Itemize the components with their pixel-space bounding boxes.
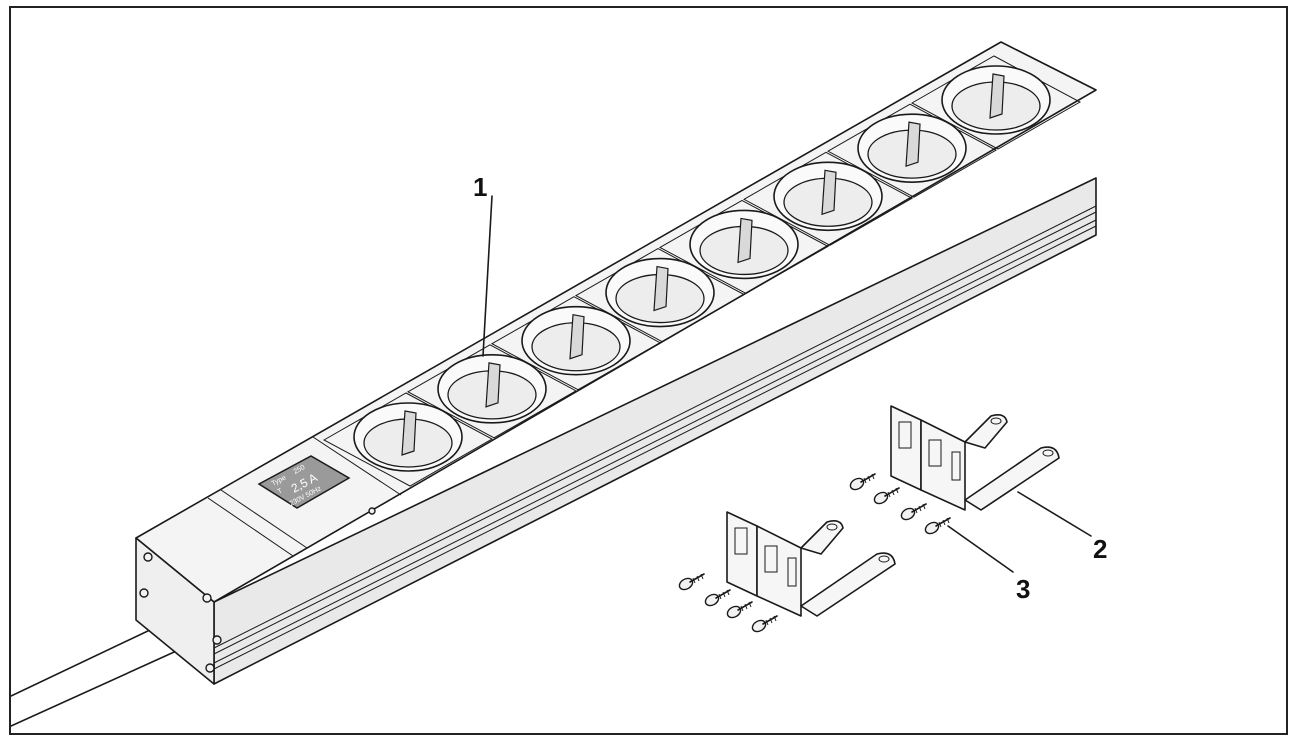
- end-cap-screw: [205, 663, 215, 673]
- callout-1: 1: [473, 172, 487, 202]
- end-cap-screw: [212, 635, 222, 645]
- outlet: [658, 199, 830, 295]
- outlet: [574, 247, 746, 343]
- fuse-display: Type 250 T 2,5 A 230V 50Hz: [257, 455, 376, 515]
- outlet: [322, 392, 494, 487]
- screw: [726, 601, 753, 619]
- fuse-voltage-label: 250: [293, 464, 307, 476]
- screw: [751, 615, 778, 633]
- mounting-bracket-2: [890, 405, 1060, 511]
- outlet-contact: [905, 121, 921, 167]
- outlet: [742, 151, 914, 246]
- figure-frame: Type 250 T 2,5 A 230V 50Hz 1 2: [9, 6, 1288, 735]
- screw: [849, 473, 876, 491]
- outlet-contact: [401, 410, 417, 456]
- callout-3-leader: [947, 525, 1014, 573]
- strip-end-cap: [135, 537, 215, 685]
- outlet-contact: [989, 73, 1005, 119]
- outlet-row: [322, 55, 1082, 487]
- outlet-contact: [821, 169, 837, 216]
- end-cap-screw: [139, 588, 149, 598]
- outlet-contact: [737, 217, 753, 264]
- screw: [678, 573, 705, 591]
- screw-set: [678, 473, 951, 633]
- fuse-t-label: T: [277, 487, 285, 496]
- callout-2-leader: [1017, 491, 1092, 537]
- outlet-contact: [653, 265, 669, 312]
- outlet: [826, 103, 998, 198]
- screw: [873, 487, 900, 505]
- callout-3: 3: [1016, 574, 1030, 604]
- screw: [924, 517, 951, 535]
- outlet: [490, 296, 662, 391]
- callout-2: 2: [1093, 534, 1107, 564]
- outlet: [910, 55, 1082, 150]
- power-strip-diagram: Type 250 T 2,5 A 230V 50Hz 1 2: [11, 41, 1107, 727]
- screw: [704, 589, 731, 607]
- strip-grooves: [213, 205, 1097, 670]
- panel-divisions: [207, 41, 1097, 557]
- screw: [900, 503, 927, 521]
- outlet-contact: [569, 314, 585, 360]
- mounting-bracket-1: [726, 511, 896, 617]
- callout-1-leader: [482, 195, 493, 357]
- outlet-contact: [485, 362, 501, 408]
- end-cap-screw: [202, 593, 212, 603]
- end-cap-screw: [143, 552, 153, 562]
- outlet: [406, 344, 578, 439]
- indicator-led: [368, 507, 376, 515]
